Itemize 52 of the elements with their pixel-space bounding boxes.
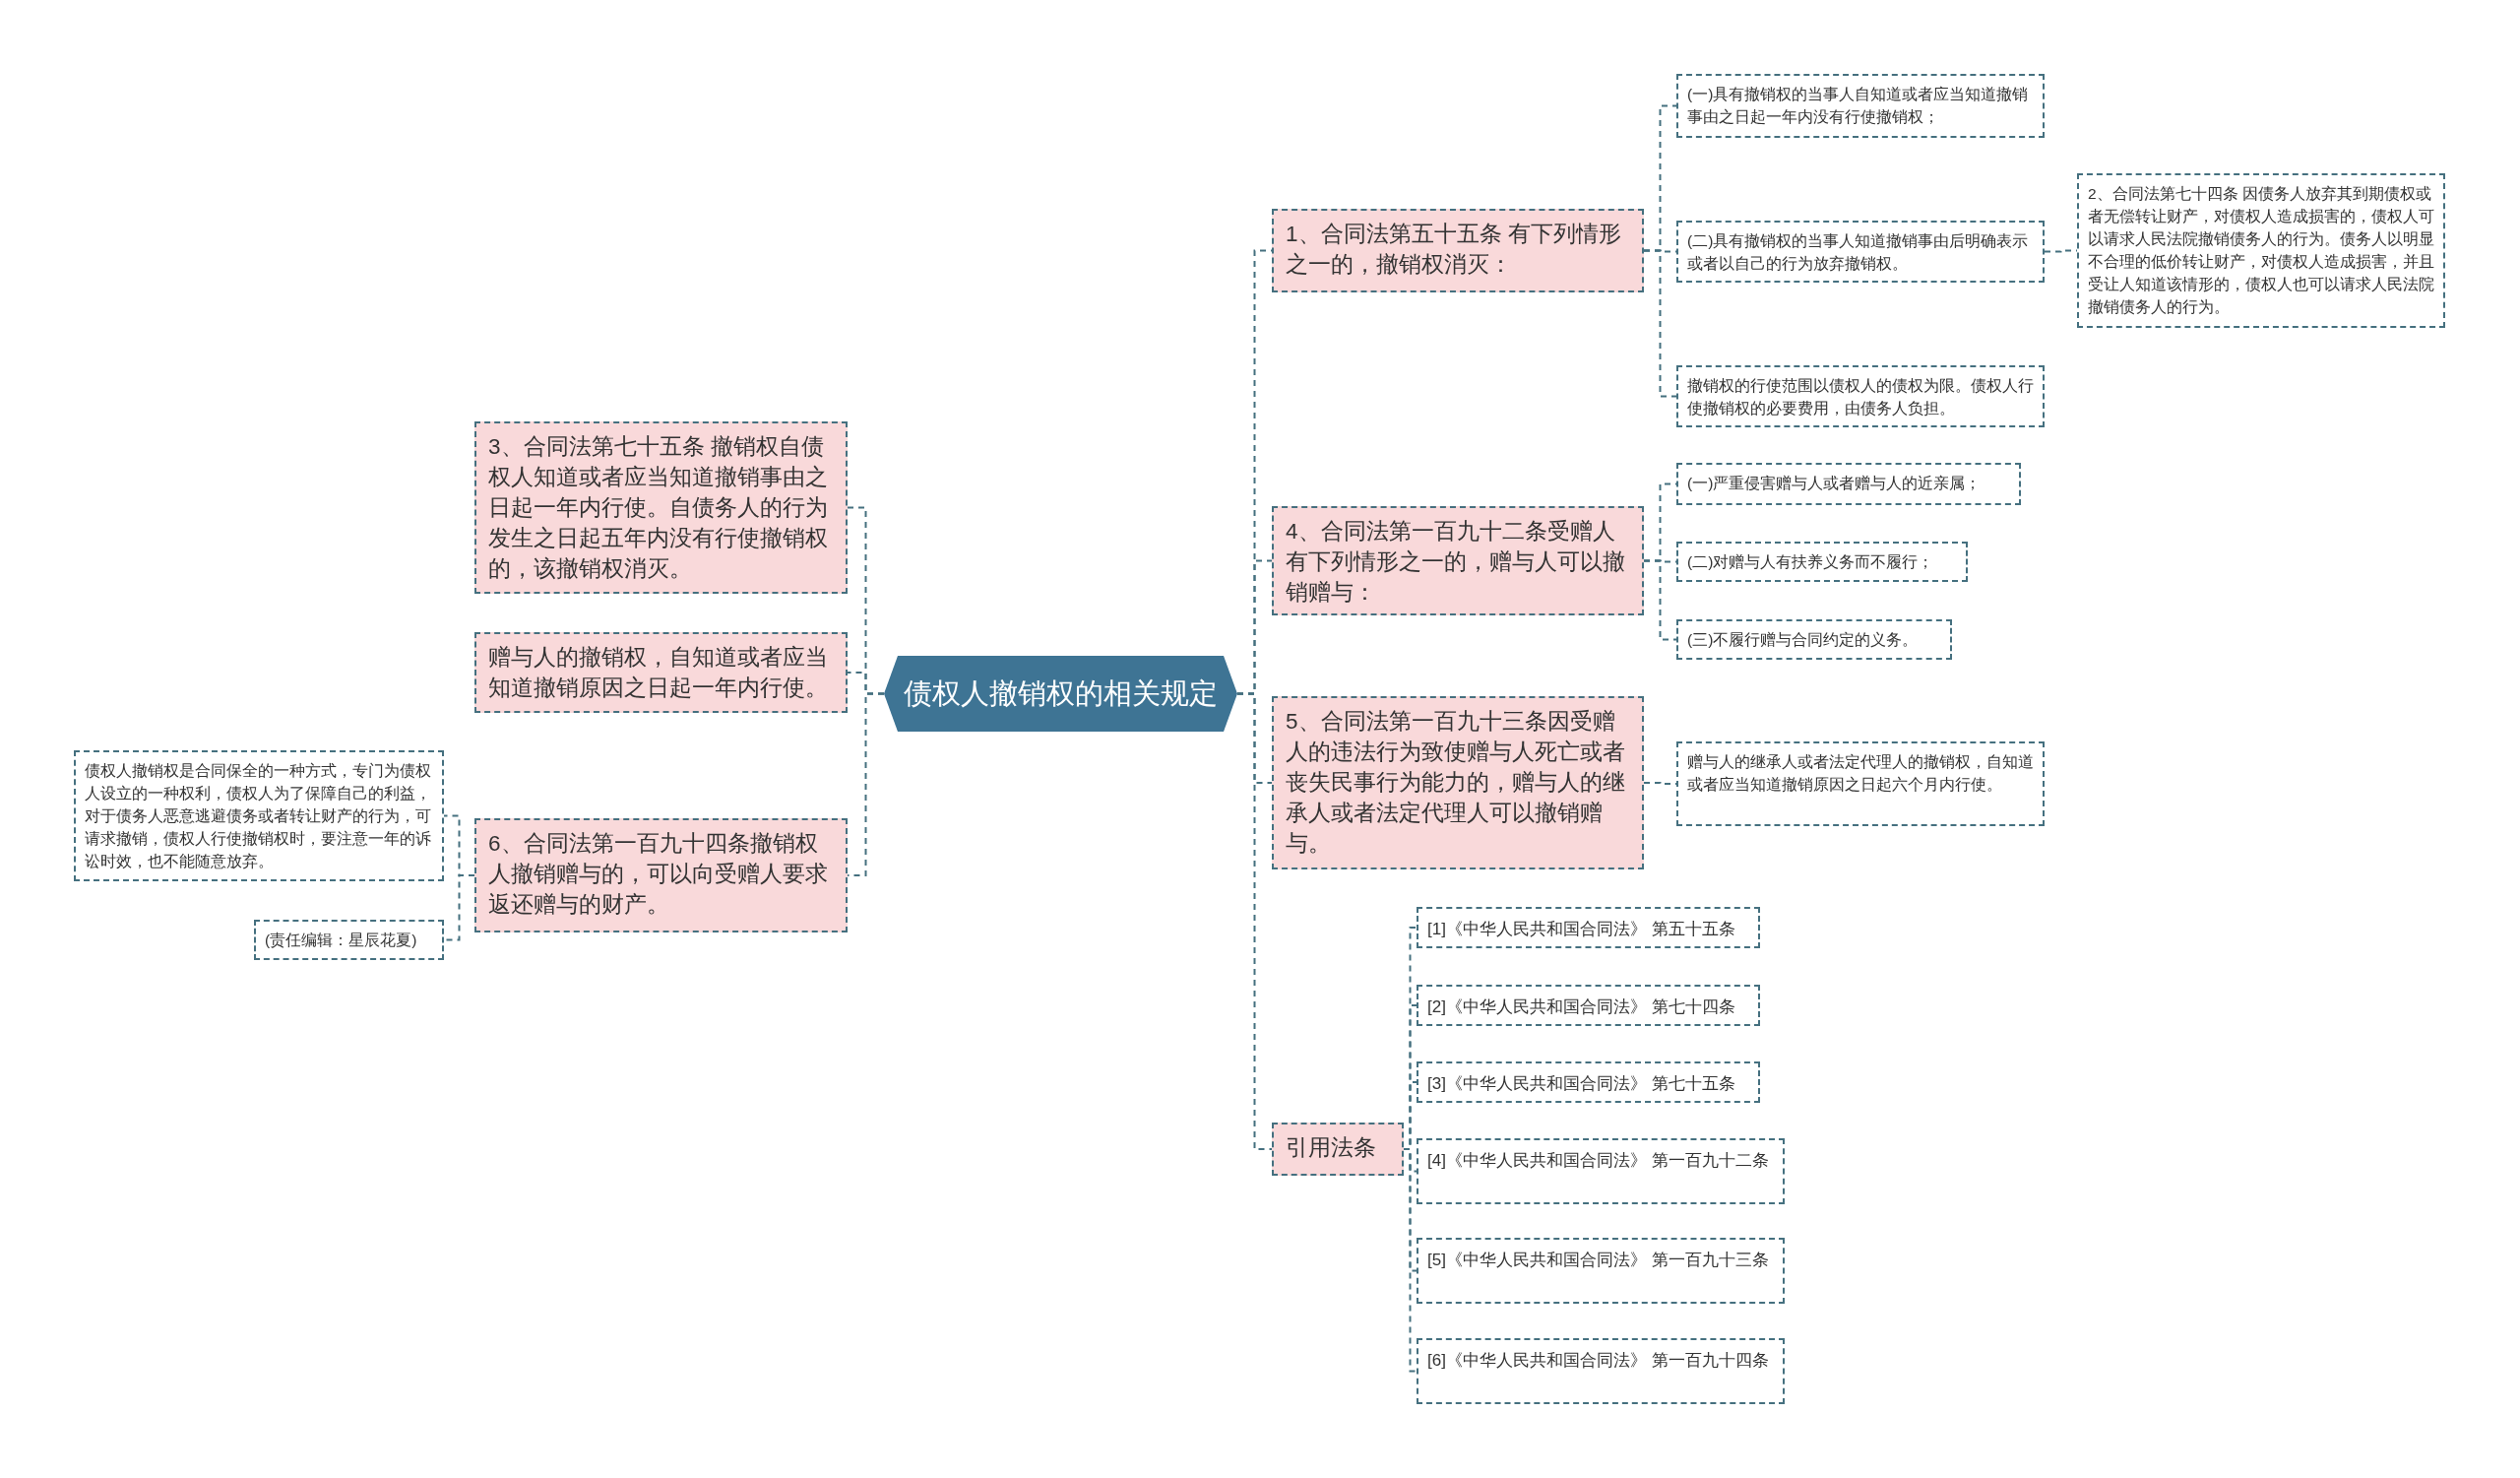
topic-text: 1、合同法第五十五条 有下列情形之一的，撤销权消灭： <box>1286 221 1622 279</box>
topic-text: 6、合同法第一百九十四条撤销权人撤销赠与的，可以向受赠人要求返还赠与的财产。 <box>488 830 829 919</box>
topic-box <box>1272 209 1644 292</box>
topic-box <box>1272 696 1644 869</box>
topic-text: (责任编辑：星辰花夏) <box>265 931 418 950</box>
root-topic <box>884 656 1237 732</box>
topic-box <box>474 818 848 932</box>
reference-box <box>1417 1338 1785 1404</box>
subtopic-box <box>254 920 444 960</box>
subtopic-box <box>74 750 444 881</box>
topic-box <box>1272 506 1644 615</box>
topic-text: (二)对赠与人有扶养义务而不履行； <box>1687 552 1935 572</box>
reference-box <box>1417 1061 1760 1103</box>
connector-line <box>1643 559 1677 641</box>
topic-box <box>474 632 848 713</box>
topic-text: 3、合同法第七十五条 撤销权自债权人知道或者应当知道撤销事由之日起一年内行使。自债务人的行为发生之日起五年内没有行使撤销权的，该撤销权消灭。 <box>488 433 829 583</box>
topic-text: [4]《中华人民共和国合同法》 第一百九十二条 <box>1427 1150 1770 1172</box>
subtopic-box <box>1676 365 2045 427</box>
reference-box <box>1417 907 1760 948</box>
topic-text: [3]《中华人民共和国合同法》 第七十五条 <box>1427 1073 1736 1095</box>
subtopic-box <box>1676 74 2045 138</box>
topic-text: (一)严重侵害赠与人或者赠与人的近亲属； <box>1687 474 1983 493</box>
topic-box <box>1272 1123 1404 1176</box>
root-title: 债权人撤销权的相关规定 <box>904 679 1218 708</box>
topic-text: [6]《中华人民共和国合同法》 第一百九十四条 <box>1427 1350 1770 1372</box>
subtopic-box <box>1676 741 2045 826</box>
topic-text: 赠与人的继承人或者法定代理人的撤销权，自知道或者应当知道撤销原因之日起六个月内行使。 <box>1687 752 2034 795</box>
topic-text: [5]《中华人民共和国合同法》 第一百九十三条 <box>1427 1250 1770 1271</box>
connector-line <box>1403 1148 1418 1373</box>
topic-text: 5、合同法第一百九十三条因受赠人的违法行为致使赠与人死亡或者丧失民事行为能力的，赠与人的继承人或者法定代理人可以撤销赠与。 <box>1286 708 1626 858</box>
topic-text: 赠与人的撤销权，自知道或者应当知道撤销原因之日起一年内行使。 <box>488 644 829 702</box>
topic-text: 4、合同法第一百九十二条受赠人有下列情形之一的，赠与人可以撤销赠与： <box>1286 518 1626 607</box>
subtopic-box <box>1676 221 2045 283</box>
reference-box <box>1417 1138 1785 1204</box>
topic-text: 撤销权的行使范围以债权人的债权为限。债权人行使撤销权的必要费用，由债务人负担。 <box>1687 376 2034 418</box>
topic-text: [1]《中华人民共和国合同法》 第五十五条 <box>1427 919 1736 940</box>
topic-text: 2、合同法第七十四条 因债务人放弃其到期债权或者无偿转让财产，对债权人造成损害的，债权人可以请求人民法院撤销债务人的行为。债务人以明显不合理的低价转让财产，对债权人造成损害，并且受让人知道该情形的，债权人也可以请求人民法院撤销债务人的行为。 <box>2088 184 2434 317</box>
connector-line <box>1643 249 1677 398</box>
subtopic-box <box>1676 542 1968 582</box>
subtopic-box <box>2077 173 2445 328</box>
topic-box <box>474 421 848 594</box>
topic-text: [2]《中华人民共和国合同法》 第七十四条 <box>1427 996 1736 1018</box>
subtopic-box <box>1676 619 1952 660</box>
connector-line <box>1236 692 1273 1150</box>
topic-text: (三)不履行赠与合同约定的义务。 <box>1687 630 1920 650</box>
topic-text: (一)具有撤销权的当事人自知道或者应当知道撤销事由之日起一年内没有行使撤销权； <box>1687 85 2030 127</box>
topic-text: 债权人撤销权是合同保全的一种方式，专门为债权人设立的一种权利，债权人为了保障自己的利益，对于债务人恶意逃避债务或者转让财产的行为，可请求撤销，债权人行使撤销权时，要注意一年的诉讼时效，也不能随意放弃。 <box>85 761 432 871</box>
topic-text: (二)具有撤销权的当事人知道撤销事由后明确表示或者以自己的行为放弃撤销权。 <box>1687 231 2030 274</box>
reference-box <box>1417 985 1760 1026</box>
topic-text: 引用法条 <box>1286 1134 1377 1162</box>
subtopic-box <box>1676 463 2021 505</box>
reference-box <box>1417 1238 1785 1304</box>
